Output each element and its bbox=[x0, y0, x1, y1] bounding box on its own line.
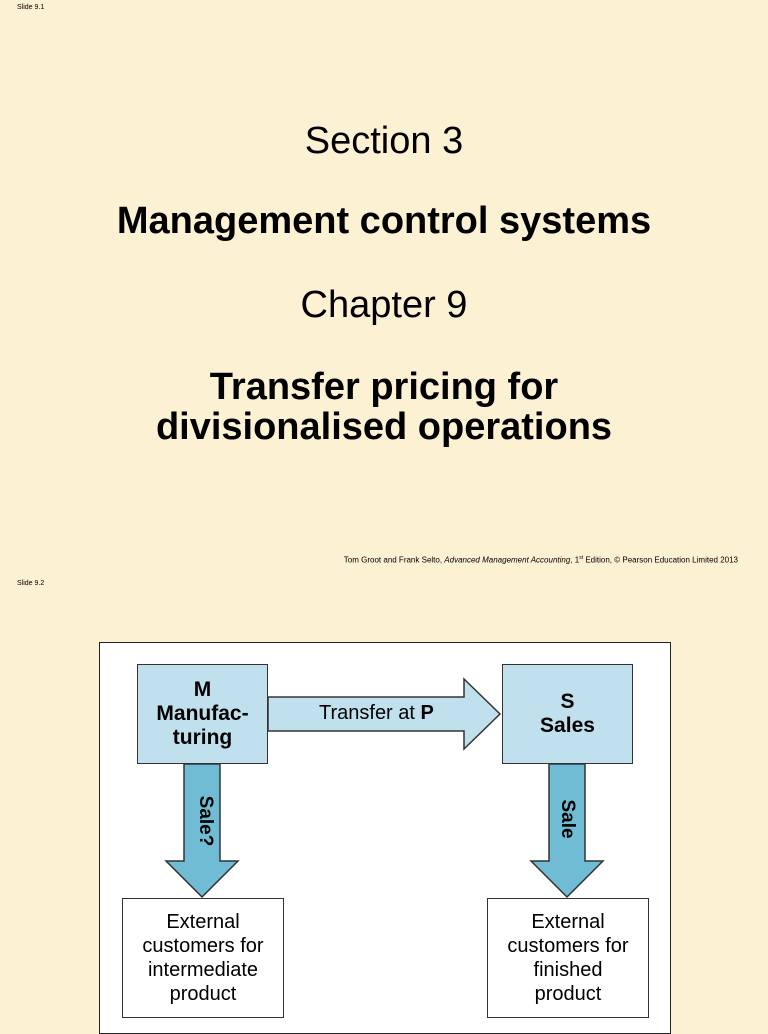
m-line-3: turing bbox=[172, 726, 233, 749]
chapter-heading: Chapter 9 bbox=[300, 284, 468, 326]
credit-authors: Tom Groot and Frank Selto, bbox=[343, 555, 445, 565]
external-customers-intermediate-box: External customers for intermediate prod… bbox=[122, 898, 284, 1018]
sales-division-box: S Sales bbox=[502, 664, 633, 764]
s-line-1: S bbox=[560, 690, 575, 713]
ext-right-line-2: customers for bbox=[507, 935, 629, 957]
subject-heading: Management control systems bbox=[116, 200, 652, 242]
chapter-title-line-2: divisionalised operations bbox=[155, 406, 613, 448]
diagram-arrows bbox=[164, 677, 605, 899]
slide-1: Slide 9.1 Section 3 Management control s… bbox=[0, 4, 768, 565]
credit-edition-sup: st bbox=[579, 555, 584, 561]
slide-number: Slide 9.1 bbox=[17, 4, 45, 11]
transfer-label: Transfer at P bbox=[319, 702, 434, 725]
sale-question-arrow bbox=[164, 763, 240, 899]
credit-book: Advanced Management Accounting bbox=[444, 555, 571, 565]
ext-right-line-1: External bbox=[531, 911, 605, 933]
copyright-credit: Tom Groot and Frank Selto, Advanced Mana… bbox=[344, 555, 738, 565]
s-line-2: Sales bbox=[540, 714, 595, 737]
transfer-price-p: P bbox=[420, 702, 434, 724]
chapter-title: Transfer pricing for divisionalised oper… bbox=[0, 367, 768, 447]
credit-edition-pre: , 1 bbox=[570, 555, 580, 565]
transfer-arrow bbox=[267, 677, 502, 751]
m-line-1: M bbox=[193, 678, 212, 701]
chapter-title-line-1: Transfer pricing for bbox=[209, 366, 559, 408]
slide-2: Slide 9.2 M Manufac- turing S Sales Tran… bbox=[0, 576, 768, 1034]
sale-question-label: Sale? bbox=[195, 795, 216, 847]
m-line-2: Manufac- bbox=[156, 702, 249, 725]
slide-number: Slide 9.2 bbox=[17, 580, 45, 587]
sale-arrow bbox=[529, 763, 605, 899]
sale-label: Sale bbox=[557, 799, 578, 839]
credit-edition-post: Edition, © Pearson Education Limited 201… bbox=[583, 555, 738, 565]
external-customers-finished-box: External customers for finished product bbox=[487, 898, 649, 1018]
transfer-text: Transfer at bbox=[319, 702, 421, 724]
ext-left-line-3: intermediate bbox=[147, 959, 259, 981]
ext-left-line-4: product bbox=[169, 983, 237, 1005]
ext-left-line-2: customers for bbox=[142, 935, 264, 957]
ext-left-line-1: External bbox=[166, 911, 240, 933]
ext-right-line-3: finished bbox=[533, 959, 603, 981]
ext-right-line-4: product bbox=[534, 983, 602, 1005]
manufacturing-division-box: M Manufac- turing bbox=[137, 664, 268, 764]
section-heading: Section 3 bbox=[304, 120, 464, 162]
transfer-diagram: M Manufac- turing S Sales Transfer at P … bbox=[99, 642, 671, 1034]
